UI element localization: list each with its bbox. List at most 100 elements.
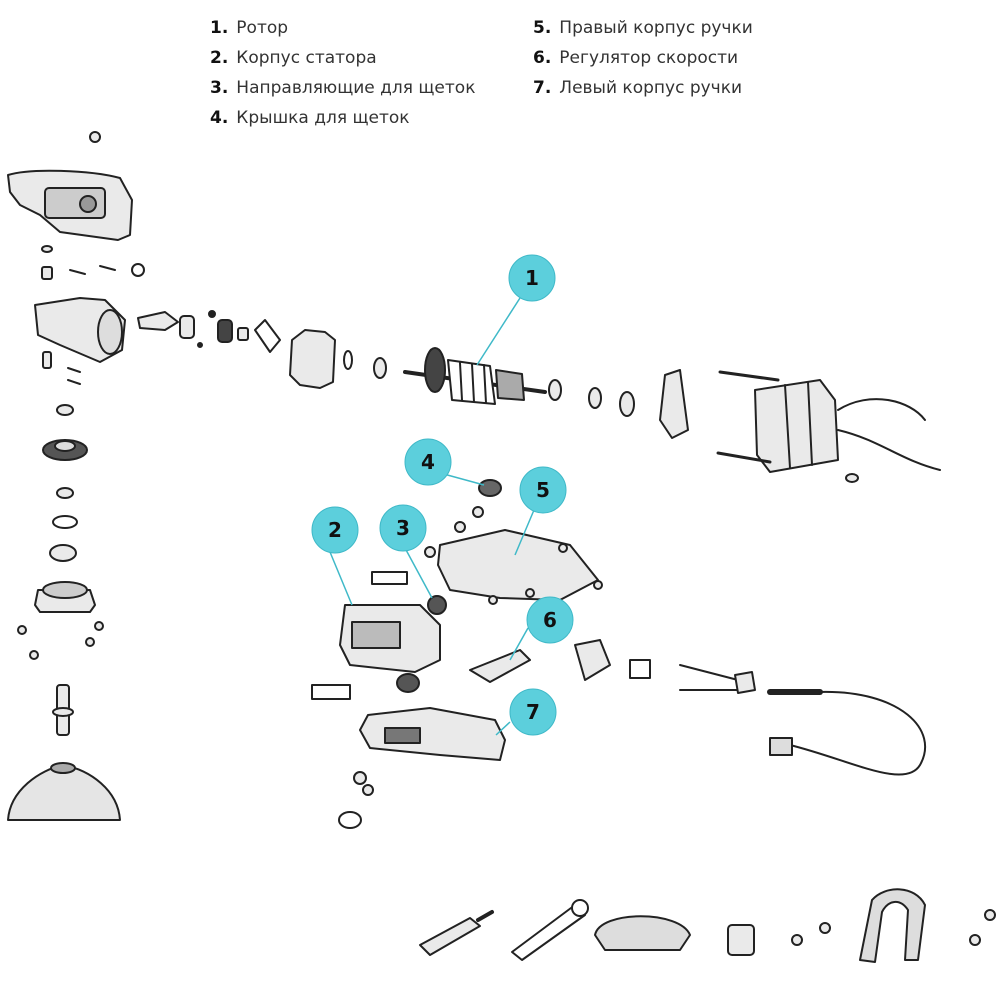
callout-leader [329, 551, 353, 606]
callout-leader [514, 509, 535, 556]
callout-bubble [379, 504, 427, 552]
screw [472, 506, 484, 518]
callout-bubble [526, 596, 574, 644]
wire-terminal [845, 473, 859, 483]
screw [969, 934, 981, 946]
brush-cap [478, 479, 502, 497]
long-screw [718, 370, 780, 382]
gearbox-housing [34, 297, 126, 363]
callout-bubble [519, 466, 567, 514]
legend-item: 2.Корпус статора [210, 43, 475, 73]
screw [558, 543, 568, 553]
pinion-gear [217, 319, 233, 343]
legend-number: 4. [210, 108, 229, 128]
screw [488, 595, 498, 605]
wrench [511, 899, 589, 961]
bushing [237, 327, 249, 341]
legend-item: 1. Ротор [210, 13, 475, 43]
bearing [179, 315, 195, 339]
callout-number: 5 [536, 478, 550, 502]
callout-number: 6 [543, 608, 557, 632]
legend-number: 6. [533, 48, 552, 68]
bearing [588, 387, 602, 409]
callout-leader [476, 297, 521, 366]
speed-regulator [469, 649, 531, 683]
legend-item: 7.Левый корпус ручки [533, 73, 753, 103]
screw [208, 310, 216, 318]
left-handle-housing [359, 707, 506, 761]
screw [454, 521, 466, 533]
spindle [52, 684, 74, 736]
drive-shaft [137, 311, 179, 331]
callout-number: 4 [421, 450, 435, 474]
legend-label: Левый корпус ручки [559, 78, 743, 98]
legend-label: Правый корпус ручки [559, 18, 753, 38]
callout-7: 7 [509, 688, 557, 736]
callout-1: 1 [508, 254, 556, 302]
callout-number: 2 [328, 518, 342, 542]
legend-label: Крышка для щеток [236, 108, 410, 128]
pin [67, 379, 81, 385]
screw [362, 784, 374, 796]
polishing-pad [594, 915, 691, 951]
callout-bubble [508, 254, 556, 302]
screw [593, 580, 603, 590]
callout-bubble [404, 438, 452, 486]
front-housing [289, 329, 336, 389]
legend-label: Корпус статора [236, 48, 377, 68]
screw [94, 621, 104, 631]
screw-head [131, 263, 145, 277]
callout-3: 3 [379, 504, 427, 552]
pin [99, 265, 116, 271]
legend-item: 5. Правый корпус ручки [533, 13, 753, 43]
side-handle [419, 910, 494, 956]
screw [89, 131, 101, 143]
pin [69, 269, 86, 275]
plug-connector [629, 659, 651, 679]
gear-housing-cover [7, 169, 133, 241]
stator-wire [837, 398, 926, 421]
loop-handle [859, 888, 926, 963]
backing-pad [7, 762, 121, 821]
right-handle-housing [437, 529, 599, 601]
callout-leader [509, 627, 529, 661]
callout-5: 5 [519, 466, 567, 514]
wire [679, 664, 739, 681]
stator-housing [339, 604, 441, 673]
circlip [343, 350, 353, 370]
screw [197, 342, 203, 348]
screw [29, 650, 39, 660]
callout-bubble [509, 688, 557, 736]
long-screw [716, 451, 772, 464]
callout-leader [495, 721, 511, 736]
legend-item: 3.Направляющие для щеток [210, 73, 475, 103]
bevel-gear [42, 439, 88, 461]
legend-right: 5. Правый корпус ручки 6. Регулятор скорос… [533, 13, 753, 103]
screw [984, 909, 996, 921]
screw [85, 637, 95, 647]
bearing-flange [34, 581, 96, 613]
bushing [41, 266, 53, 280]
bearing [56, 404, 74, 416]
legend-number: 5. [533, 18, 552, 38]
pin [42, 351, 52, 369]
legend-left: 1. Ротор 2.Корпус статора 3.Направляющие … [210, 13, 475, 133]
power-cord [767, 689, 926, 776]
circlip [52, 515, 78, 529]
legend-label: Регулятор скорости [559, 48, 739, 68]
callout-leader [404, 547, 433, 599]
legend-label: Ротор [236, 18, 289, 38]
legend-number: 3. [210, 78, 229, 98]
stator [754, 379, 839, 473]
bushing [619, 391, 635, 417]
callout-2: 2 [311, 506, 359, 554]
callout-number: 7 [526, 700, 540, 724]
callout-6: 6 [526, 596, 574, 644]
screw [525, 588, 535, 598]
legend-number: 1. [210, 18, 229, 38]
gasket [254, 319, 281, 353]
cap [338, 811, 362, 829]
legend-item: 6. Регулятор скорости [533, 43, 753, 73]
washer [41, 245, 53, 253]
